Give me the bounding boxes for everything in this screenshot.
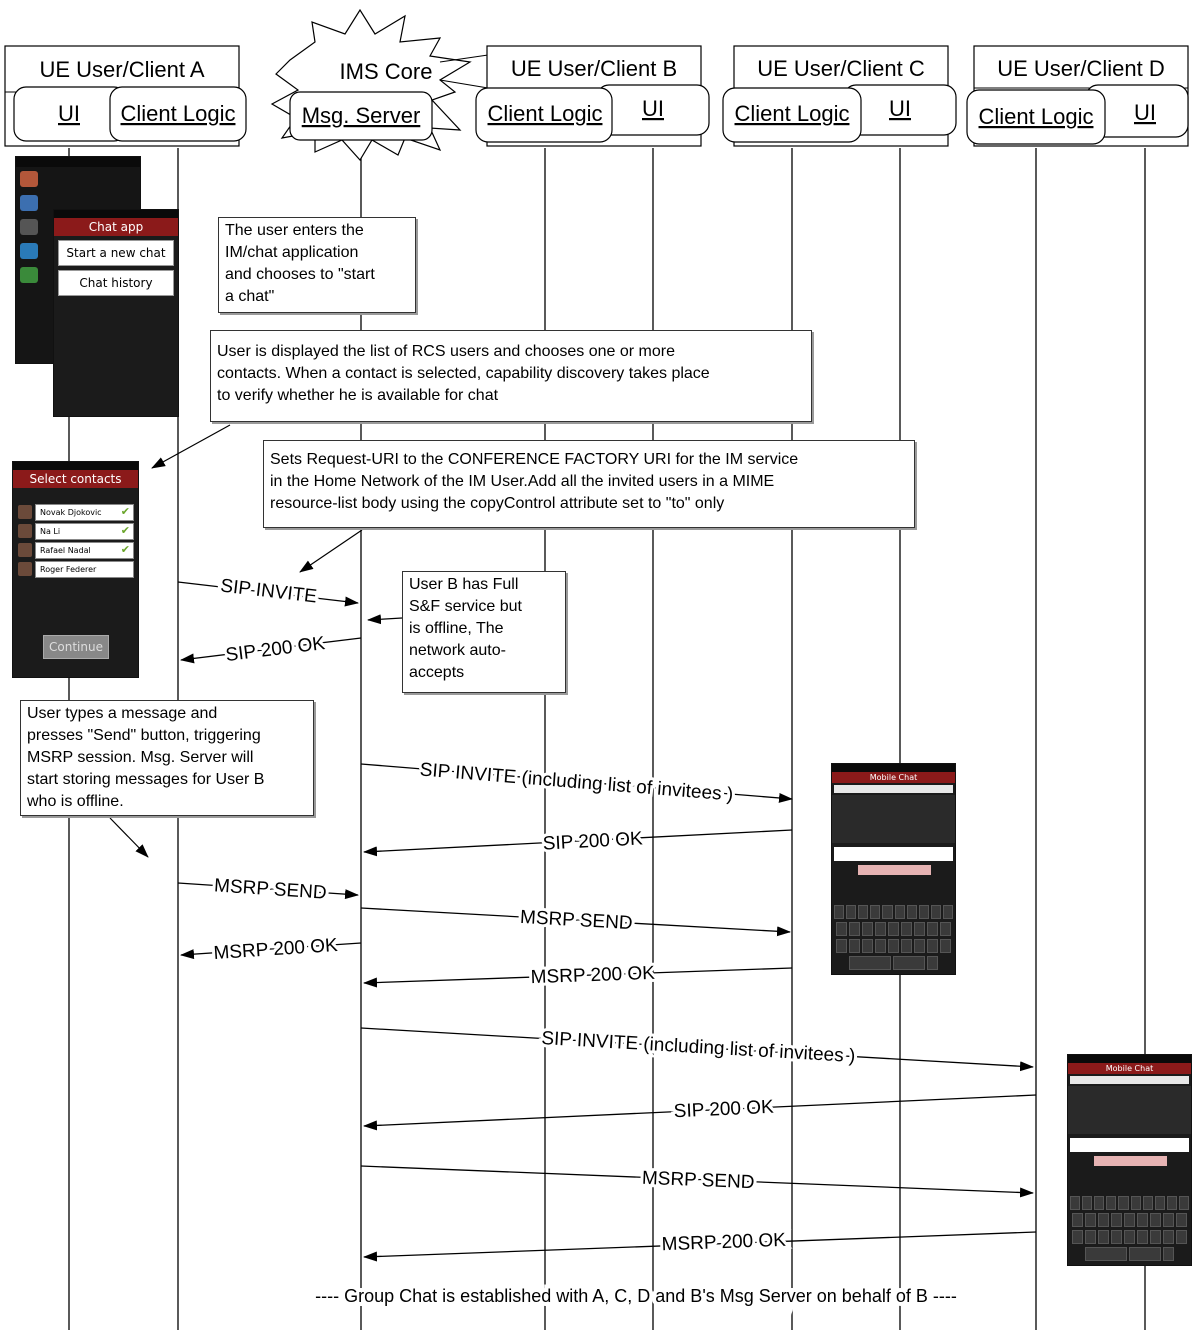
status-bar: [13, 462, 138, 470]
note-pointer-request-uri: [299, 529, 363, 573]
select-contacts-title: Select contacts: [13, 470, 138, 488]
check-icon: ✔: [120, 543, 130, 556]
note-types-message: User types a message and presses "Send" …: [20, 700, 314, 816]
mobile-chat-title: Mobile Chat: [1068, 1063, 1191, 1074]
chat-app-title: Chat app: [54, 218, 178, 236]
lane-b-ui-label: UI: [642, 96, 664, 121]
keyboard[interactable]: [1070, 1193, 1189, 1261]
msg-msrp-200-d: [363, 1231, 1037, 1262]
continue-button[interactable]: Continue: [43, 635, 109, 659]
contact-name: Novak Djokovic: [40, 508, 102, 517]
note-pointer-offline: [367, 614, 403, 625]
lane-d-ui-label: UI: [1134, 100, 1156, 125]
note-pointer-contacts: [151, 424, 231, 469]
phone-icon: [20, 267, 38, 283]
msg-msrp-send-d-label: MSRP SEND: [642, 1168, 755, 1194]
msg-sip-invite-d-label: SIP INVITE (including list of invitees ): [541, 1028, 856, 1067]
participant-d-header: UE User/Client D: [997, 56, 1164, 81]
avatar: [18, 505, 32, 519]
message-input[interactable]: [858, 865, 931, 875]
contact-row[interactable]: Rafael Nadal ✔: [18, 542, 134, 559]
lane-c-logic-label: Client Logic: [735, 101, 850, 126]
keyboard[interactable]: [834, 902, 953, 970]
phone-chat-app-screenshot: Chat app Start a new chat Chat history: [53, 209, 179, 417]
footer-text: ---- Group Chat is established with A, C…: [315, 1286, 957, 1306]
contact-name: Roger Federer: [40, 565, 97, 574]
chat-area: [832, 795, 955, 843]
phone-select-contacts-screenshot: Select contacts Novak Djokovic ✔ Na Li ✔ R…: [12, 461, 139, 678]
status-bar: [832, 764, 955, 772]
participant-c: UE User/Client C Client Logic UI: [722, 45, 957, 147]
contact-row[interactable]: Roger Federer: [18, 561, 134, 578]
participant-a: UE User/Client A UI Client Logic: [4, 45, 247, 147]
participant-b-header: UE User/Client B: [511, 56, 677, 81]
msg-sip-200-a: [180, 637, 362, 664]
check-icon: ✔: [120, 505, 130, 518]
lane-d-logic-label: Client Logic: [979, 104, 1094, 129]
msg-msrp-send-c-label: MSRP SEND: [519, 907, 633, 934]
chat-tabs: [1070, 1076, 1189, 1084]
app-icon: [20, 243, 38, 259]
participant-b: UE User/Client B Client Logic UI: [475, 45, 710, 147]
contact-row[interactable]: Na Li ✔: [18, 523, 134, 540]
msg-msrp-200-c-label: MSRP 200 OK: [530, 963, 655, 988]
avatar: [18, 524, 32, 538]
contact-name: Rafael Nadal: [40, 546, 91, 555]
lane-c-ui-label: UI: [889, 96, 911, 121]
msg-sip-invite-c-label: SIP INVITE (including list of invitees ): [419, 759, 734, 805]
message-bubble: [834, 847, 953, 861]
message-input[interactable]: [1094, 1156, 1167, 1166]
lane-a-ui-label: UI: [58, 101, 80, 126]
msg-sip-200-c: [363, 829, 793, 857]
chat-area: [1068, 1086, 1191, 1134]
msg-sip-invite-a-label: SIP INVITE: [219, 576, 318, 608]
msg-msrp-200-c: [363, 967, 793, 988]
ims-core-header: IMS Core: [340, 59, 433, 84]
contact-row[interactable]: Novak Djokovic ✔: [18, 504, 134, 521]
phone-mobile-chat-d-screenshot: Mobile Chat: [1067, 1054, 1192, 1266]
participant-d: UE User/Client D Client Logic UI: [966, 45, 1189, 147]
msg-msrp-send-a-label: MSRP SEND: [213, 875, 327, 903]
msg-msrp-send-c: [360, 907, 791, 937]
msg-sip-200-d-label: SIP 200 OK: [673, 1097, 774, 1123]
avatar: [18, 562, 32, 576]
msg-msrp-200-a-label: MSRP 200 OK: [213, 935, 339, 964]
status-bar: [54, 210, 178, 218]
note-pointer-message: [109, 817, 149, 858]
msg-sip-200-c-label: SIP 200 OK: [542, 828, 643, 854]
participant-ims: IMS Core Msg. Server: [270, 8, 489, 162]
msg-msrp-send-d: [360, 1165, 1034, 1198]
chat-history-item[interactable]: Chat history: [58, 270, 174, 296]
contact-name: Na Li: [40, 527, 61, 536]
message-bubble: [1070, 1138, 1189, 1152]
participant-c-header: UE User/Client C: [757, 56, 925, 81]
lane-b-logic-label: Client Logic: [488, 101, 603, 126]
lane-msg-server-label: Msg. Server: [302, 103, 421, 128]
note-user-b-offline: User B has Full S&F service but is offli…: [402, 571, 566, 693]
msg-sip-200-a-label: SIP 200 OK: [224, 633, 326, 666]
app-icon: [20, 219, 38, 235]
app-icon: [20, 171, 38, 187]
msg-msrp-200-d-label: MSRP 200 OK: [661, 1230, 786, 1256]
check-icon: ✔: [120, 524, 130, 537]
note-request-uri: Sets Request-URI to the CONFERENCE FACTO…: [263, 440, 915, 528]
status-bar: [1068, 1055, 1191, 1063]
chat-tabs: [834, 785, 953, 793]
note-select-contacts: User is displayed the list of RCS users …: [210, 330, 812, 422]
mobile-chat-title: Mobile Chat: [832, 772, 955, 783]
avatar: [18, 543, 32, 557]
msg-sip-200-d: [363, 1094, 1037, 1131]
msg-sip-invite-d: [360, 1027, 1034, 1072]
note-enter-app: The user enters the IM/chat application …: [218, 217, 416, 313]
msg-msrp-200-a: [180, 942, 362, 960]
lane-a-logic-label: Client Logic: [121, 101, 236, 126]
msg-sip-invite-a: [177, 581, 359, 607]
camera-icon: [20, 195, 38, 211]
phone-mobile-chat-c-screenshot: Mobile Chat: [831, 763, 956, 975]
participant-a-header: UE User/Client A: [39, 57, 204, 82]
msg-msrp-send-a: [177, 882, 359, 900]
start-new-chat-item[interactable]: Start a new chat: [58, 240, 174, 266]
msg-sip-invite-c: [360, 763, 793, 803]
